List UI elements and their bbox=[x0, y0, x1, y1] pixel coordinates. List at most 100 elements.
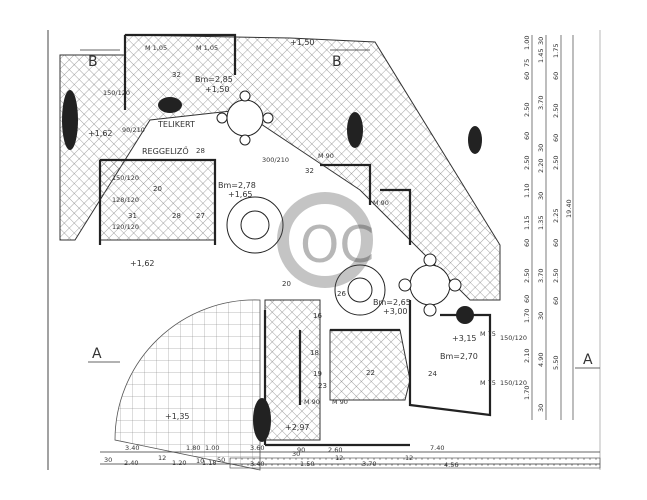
dimension-value: 60 bbox=[552, 239, 560, 247]
dimension-value: 2.50 bbox=[523, 156, 531, 170]
dimension-value: 2.10 bbox=[523, 349, 531, 363]
dimension-value: 1.18 bbox=[202, 459, 216, 467]
dimension-value: 30 bbox=[104, 456, 112, 464]
room-number: 28 bbox=[172, 212, 181, 220]
watermark-text: OC bbox=[300, 216, 374, 274]
label-height-3: Bm=2,65 bbox=[373, 298, 411, 307]
dimension-value: 30 bbox=[537, 192, 545, 200]
opening-label: M 75 bbox=[480, 379, 496, 387]
dimension-value: 1.70 bbox=[523, 386, 531, 400]
dimension-value: 1.00 bbox=[523, 36, 531, 50]
dimension-value: 1.20 bbox=[172, 459, 186, 467]
section-marker-a: A bbox=[583, 352, 593, 368]
dimension-value: 4.90 bbox=[537, 353, 545, 367]
dimension-value: 60 bbox=[523, 72, 531, 80]
section-marker-a: A bbox=[92, 346, 102, 362]
room-number: 22 bbox=[366, 369, 375, 377]
dimension-value: 1.35 bbox=[537, 216, 545, 230]
label-level-left2: +1,62 bbox=[130, 259, 155, 268]
dimension-value: 2.50 bbox=[552, 156, 560, 170]
label-level-1: +1,50 bbox=[205, 85, 230, 94]
dimension-value: 12 bbox=[158, 454, 166, 462]
section-marker-b: B bbox=[88, 54, 98, 70]
dimension-value: 60 bbox=[523, 132, 531, 140]
plants bbox=[62, 90, 482, 442]
right-dimension-lines bbox=[531, 35, 574, 420]
opening-label: 150/120 bbox=[500, 334, 527, 342]
dimension-value: 60 bbox=[523, 239, 531, 247]
dimension-value: 3.60 bbox=[250, 444, 264, 452]
dimension-value: 3.70 bbox=[362, 460, 376, 468]
dimension-value: 1.15 bbox=[523, 216, 531, 230]
dimension-value: 50 bbox=[217, 456, 225, 464]
room-number: 18 bbox=[310, 349, 319, 357]
dimension-value: 1.50 bbox=[300, 460, 314, 468]
dimension-value: 30 bbox=[292, 450, 300, 458]
opening-label: 120/120 bbox=[112, 223, 139, 231]
room-number: 20 bbox=[153, 185, 162, 193]
dimension-value: 2.50 bbox=[523, 269, 531, 283]
room-number: 16 bbox=[313, 312, 322, 320]
dimension-value: 10 bbox=[196, 457, 204, 465]
dimension-value: 4.56 bbox=[444, 461, 458, 469]
dimension-value: 3.70 bbox=[537, 96, 545, 110]
opening-label: 150/120 bbox=[103, 89, 130, 97]
dimension-value: 2.25 bbox=[552, 209, 560, 223]
opening-label: M 1,05 bbox=[145, 44, 167, 52]
opening-label: 90/210 bbox=[122, 126, 145, 134]
terrace-strip bbox=[264, 299, 321, 441]
dimension-value: 30 bbox=[537, 37, 545, 45]
room-number: 31 bbox=[128, 212, 137, 220]
room-number: 27 bbox=[196, 212, 205, 220]
kitchen-floor bbox=[329, 329, 411, 401]
dimension-value: 2.60 bbox=[328, 446, 342, 454]
room-number: 28 bbox=[196, 147, 205, 155]
opening-label: M 90 bbox=[318, 152, 334, 160]
spiral-staircase bbox=[226, 196, 386, 316]
label-level-3: +3,00 bbox=[383, 307, 408, 316]
footpath bbox=[229, 457, 601, 469]
label-height-1: Bm=2,85 bbox=[195, 75, 233, 84]
opening-label: M 75 bbox=[480, 330, 496, 338]
dimension-value: 1.75 bbox=[552, 44, 560, 58]
opening-label: 128/120 bbox=[112, 196, 139, 204]
dimension-value: 1.00 bbox=[205, 444, 219, 452]
dining-table bbox=[216, 90, 462, 317]
section-marker-b: B bbox=[332, 54, 342, 70]
dimension-value: 30 bbox=[537, 312, 545, 320]
dimension-value: 90 bbox=[297, 446, 305, 454]
dimension-value: 1.45 bbox=[537, 49, 545, 63]
label-height-2: Bm=2,78 bbox=[218, 181, 256, 190]
room-number: 32 bbox=[305, 167, 314, 175]
dimension-value: 2.40 bbox=[124, 459, 138, 467]
dimension-value: 5.50 bbox=[552, 356, 560, 370]
dimension-value: 2.50 bbox=[523, 103, 531, 117]
opening-label: M 1,05 bbox=[196, 44, 218, 52]
opening-label: M 90 bbox=[304, 398, 320, 406]
label-height-4: Bm=2,70 bbox=[440, 352, 478, 361]
dimension-value: 60 bbox=[552, 134, 560, 142]
opening-label: 150/120 bbox=[500, 379, 527, 387]
dimension-value: 60 bbox=[552, 72, 560, 80]
opening-label: M 90 bbox=[373, 199, 389, 207]
room-number: 24 bbox=[428, 370, 437, 378]
label-level-2: +1,65 bbox=[228, 190, 253, 199]
label-level-4: +3,15 bbox=[452, 334, 477, 343]
dimension-value: 30 bbox=[537, 404, 545, 412]
room-number: 19 bbox=[313, 370, 322, 378]
section-lines bbox=[80, 49, 600, 369]
garden-paving bbox=[114, 299, 261, 471]
dimension-value: 1.70 bbox=[523, 309, 531, 323]
room-number: 32 bbox=[172, 71, 181, 79]
dimension-value: 3.40 bbox=[250, 460, 264, 468]
watermark-logo bbox=[277, 192, 373, 288]
label-level-garden: +1,35 bbox=[165, 412, 190, 421]
dimension-value: 60 bbox=[552, 297, 560, 305]
dimension-value: 12 bbox=[405, 454, 413, 462]
dimension-total: 19.40 bbox=[565, 199, 573, 218]
dimension-value: 75 bbox=[523, 59, 531, 67]
label-terrace: TELIKERT bbox=[157, 120, 195, 129]
dimension-value: 7.40 bbox=[430, 444, 444, 452]
dimension-value: 1.10 bbox=[523, 184, 531, 198]
